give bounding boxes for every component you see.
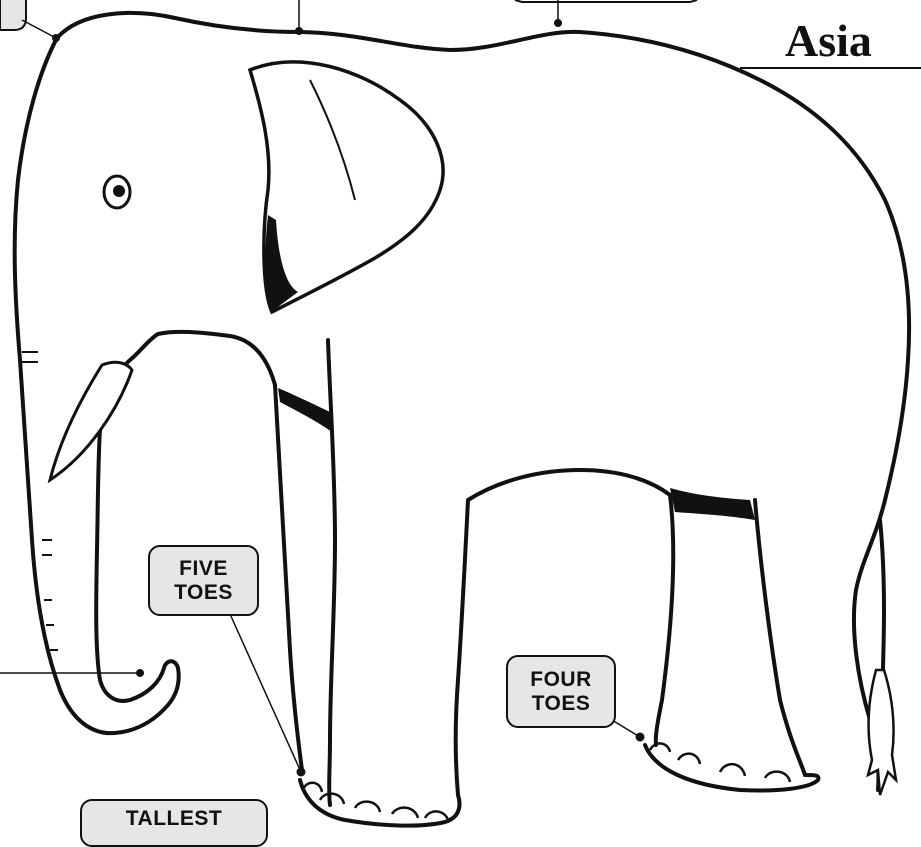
tail-tuft [868, 670, 896, 795]
label-tallest: TALLEST [80, 799, 268, 847]
leader-line-head [22, 20, 56, 38]
label-five-toes-line1: FIVE [179, 557, 228, 581]
diagram-title: Asia [785, 14, 872, 67]
label-five-toes-line2: TOES [174, 581, 233, 605]
cropped-label-box-top-right [515, 0, 697, 2]
label-five-toes: FIVE TOES [148, 545, 259, 616]
leader-dot-four-toes [636, 733, 645, 742]
cropped-label-box-left [0, 0, 26, 30]
leader-dot-trunk [136, 669, 144, 677]
rear-toes [650, 743, 790, 782]
elephant-tusk [50, 362, 132, 480]
label-four-toes-line2: TOES [532, 692, 591, 716]
label-four-toes-line1: FOUR [530, 668, 592, 692]
elephant-outline [15, 13, 909, 826]
rear-leg-shadow [670, 488, 755, 520]
leader-dot-rump [554, 19, 562, 27]
label-tallest-text: TALLEST [126, 807, 222, 831]
elephant-pupil [113, 185, 125, 197]
label-four-toes: FOUR TOES [506, 655, 616, 728]
front-leg-shadow [278, 388, 332, 432]
